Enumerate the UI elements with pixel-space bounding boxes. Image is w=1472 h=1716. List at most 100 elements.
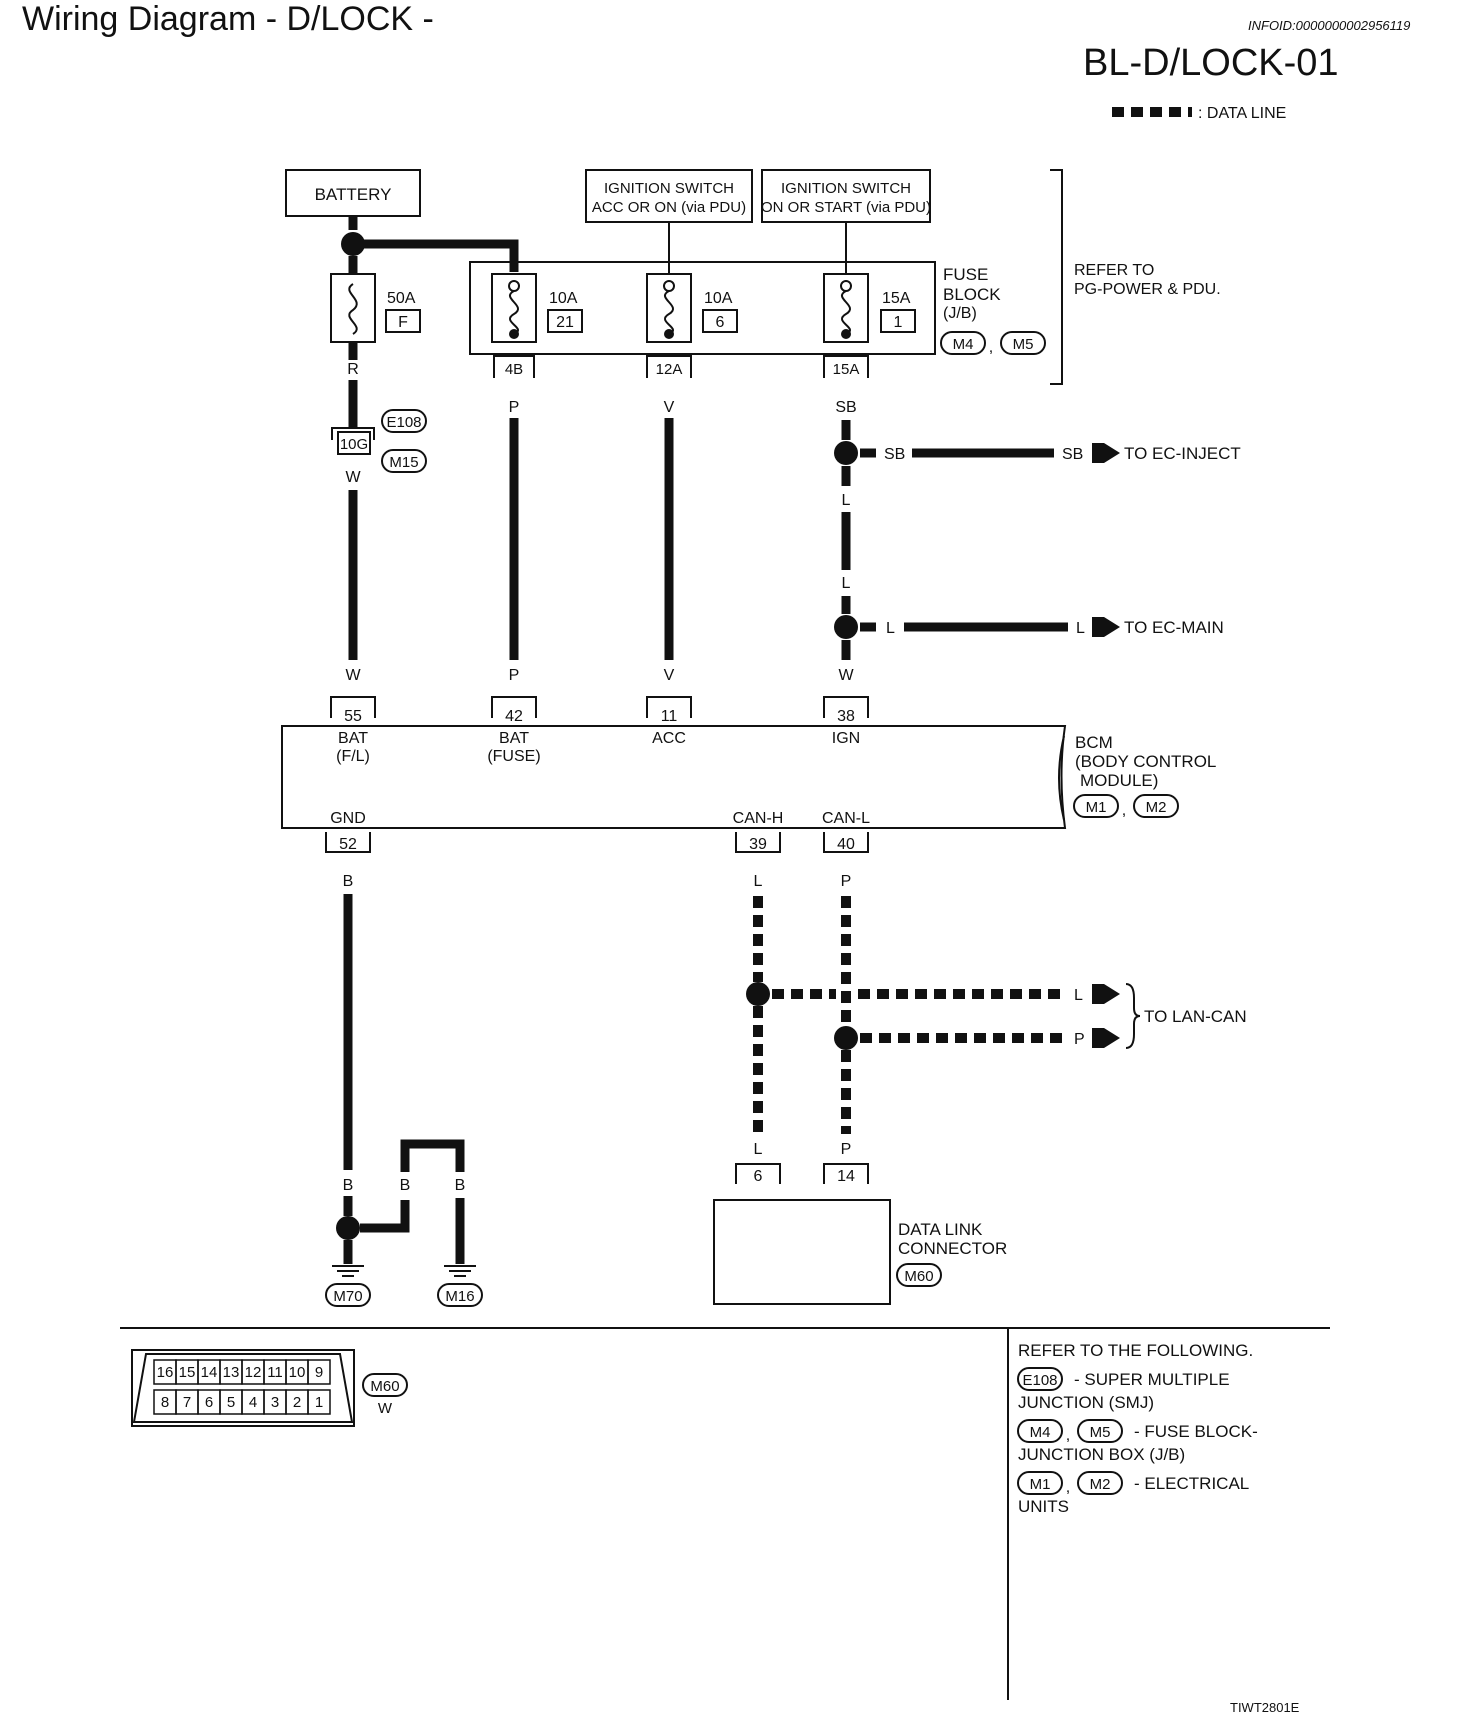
connector-pin-number: 12 xyxy=(245,1364,262,1381)
bcm-conn-m2: M2 xyxy=(1146,799,1167,816)
connector-pin-number: 4 xyxy=(249,1394,257,1411)
fuse-21-amp: 10A xyxy=(549,290,578,307)
ref-e108-desc-1: - SUPER MULTIPLE xyxy=(1074,1370,1230,1389)
main-fuse-amp: 50A xyxy=(387,290,416,307)
wire-color-v-1: V xyxy=(664,399,675,416)
fuse-1-amp: 15A xyxy=(882,290,911,307)
ref-e108-oval xyxy=(1017,1367,1063,1391)
connector-pin-cell xyxy=(307,1359,331,1385)
branch-lan-can: TO LAN-CAN xyxy=(1144,1007,1247,1026)
bcm-conn-m2-oval xyxy=(1133,794,1179,818)
connector-pin-number: 15 xyxy=(179,1364,196,1381)
bcm-terminal-52: 52 xyxy=(339,836,357,853)
connector-pin-number: 5 xyxy=(227,1394,235,1411)
jb-terminal-15a-frame xyxy=(823,355,869,378)
can-h-splice xyxy=(746,982,770,1006)
can-l-splice xyxy=(834,1026,858,1050)
ref-m5-oval xyxy=(1077,1419,1123,1443)
branch-ec-main: TO EC-MAIN xyxy=(1124,618,1224,637)
connector-view-color: W xyxy=(378,1400,393,1417)
bcm-name-2: (BODY CONTROL xyxy=(1075,752,1216,771)
refer-line1: REFER TO xyxy=(1074,262,1154,279)
diagram-code: BL-D/LOCK-01 xyxy=(1083,42,1339,84)
wire-color-b-3: B xyxy=(400,1177,411,1194)
gnd-jumper-2 xyxy=(400,1139,465,1172)
bcm-terminal-55-frame xyxy=(330,696,376,718)
fuse-block-conn-m5-oval xyxy=(1000,331,1046,355)
fuse-6-element xyxy=(664,290,674,335)
ref-e108: E108 xyxy=(1022,1372,1057,1389)
wire-color-b-1: B xyxy=(343,873,354,890)
ref-jb-desc-1: - FUSE BLOCK- xyxy=(1134,1422,1258,1441)
bcm-canh: CAN-H xyxy=(733,810,784,827)
connector-pin-number: 6 xyxy=(205,1394,213,1411)
references-heading: REFER TO THE FOLLOWING. xyxy=(1018,1341,1253,1360)
refer-bracket xyxy=(1050,169,1063,385)
fuse-21-top-terminal xyxy=(508,280,520,292)
wire-color-p-can-2: P xyxy=(1074,1031,1085,1048)
wire-color-l-3: L xyxy=(886,620,895,637)
bcm-terminal-11: 11 xyxy=(661,708,678,725)
wire-color-p-2: P xyxy=(509,667,520,684)
wire-color-b-2: B xyxy=(343,1177,354,1194)
connector-pin-number: 3 xyxy=(271,1394,279,1411)
bcm-terminal-40-frame xyxy=(823,832,869,853)
bcm-gnd: GND xyxy=(330,810,366,827)
wire-color-l-1: L xyxy=(842,492,851,509)
dlc-conn-oval xyxy=(896,1263,942,1287)
ref-e108-desc-2: JUNCTION (SMJ) xyxy=(1018,1393,1154,1412)
ref-m4-oval xyxy=(1017,1419,1063,1443)
wire-color-l-4: L xyxy=(1076,620,1085,637)
bcm-terminal-42: 42 xyxy=(505,708,523,725)
smj-connector-frame xyxy=(331,427,375,440)
bcm-terminal-38: 38 xyxy=(837,708,855,725)
ref-m2-oval xyxy=(1077,1471,1123,1495)
lan-can-h-arrow-icon xyxy=(1092,984,1120,1004)
ec-inject-arrow-icon xyxy=(1092,443,1120,463)
jb-terminal-15a: 15A xyxy=(833,361,860,378)
wire-color-r: R xyxy=(347,361,359,378)
connector-pin-number: 8 xyxy=(161,1394,169,1411)
ec-main-arrow-icon xyxy=(1092,617,1120,637)
wire-color-l-2: L xyxy=(842,575,851,592)
bcm-terminal-40: 40 xyxy=(837,836,855,853)
connector-view-outline xyxy=(132,1353,354,1423)
bcm-bat-fuse-1: BAT xyxy=(499,730,529,747)
gnd-splice xyxy=(336,1216,360,1240)
branch-ec-inject: TO EC-INJECT xyxy=(1124,444,1241,463)
smj-conn-m15-oval xyxy=(381,449,427,473)
fuse-21-id: 21 xyxy=(556,314,574,331)
lan-can-brace xyxy=(1125,983,1141,1049)
fuse-block-conn-m5: M5 xyxy=(1013,336,1034,353)
smj-conn-e108: E108 xyxy=(386,414,421,431)
wire-color-p-can-3: P xyxy=(841,1141,852,1158)
ref-m4: M4 xyxy=(1030,1424,1051,1441)
fuse-21-element xyxy=(509,290,519,335)
info-id: INFOID:0000000002956119 xyxy=(1248,18,1411,33)
bcm-terminal-52-frame xyxy=(325,832,371,853)
fuse-1-bottom-terminal xyxy=(841,329,851,339)
fuse-1-element xyxy=(841,290,851,335)
connector-pin-number: 13 xyxy=(223,1364,240,1381)
connector-view-conn: M60 xyxy=(370,1378,399,1395)
fuse-1-body xyxy=(823,273,869,343)
dlc-terminal-14-frame xyxy=(823,1163,869,1184)
connector-pin-number: 9 xyxy=(315,1364,323,1381)
bcm-acc: ACC xyxy=(652,730,686,747)
jb-terminal-4b: 4B xyxy=(505,361,523,378)
bcm-terminal-39: 39 xyxy=(749,836,767,853)
ref-jb-desc-2: JUNCTION BOX (J/B) xyxy=(1018,1445,1185,1464)
bcm-brace xyxy=(1058,735,1065,821)
ref-eu-desc-2: UNITS xyxy=(1018,1497,1069,1516)
ref-comma-2: , xyxy=(1066,1479,1070,1496)
smj-terminal: 10G xyxy=(340,436,368,453)
connector-pin-number: 11 xyxy=(267,1364,283,1381)
battery-to-jb-wire xyxy=(353,239,519,272)
bcm-conn-m1: M1 xyxy=(1086,799,1107,816)
bcm-terminal-11-frame xyxy=(646,696,692,718)
fuse-1: 15A 1 15A xyxy=(823,222,916,378)
wire-color-w-2: W xyxy=(345,667,361,684)
fuse-6-id-box xyxy=(702,309,738,333)
